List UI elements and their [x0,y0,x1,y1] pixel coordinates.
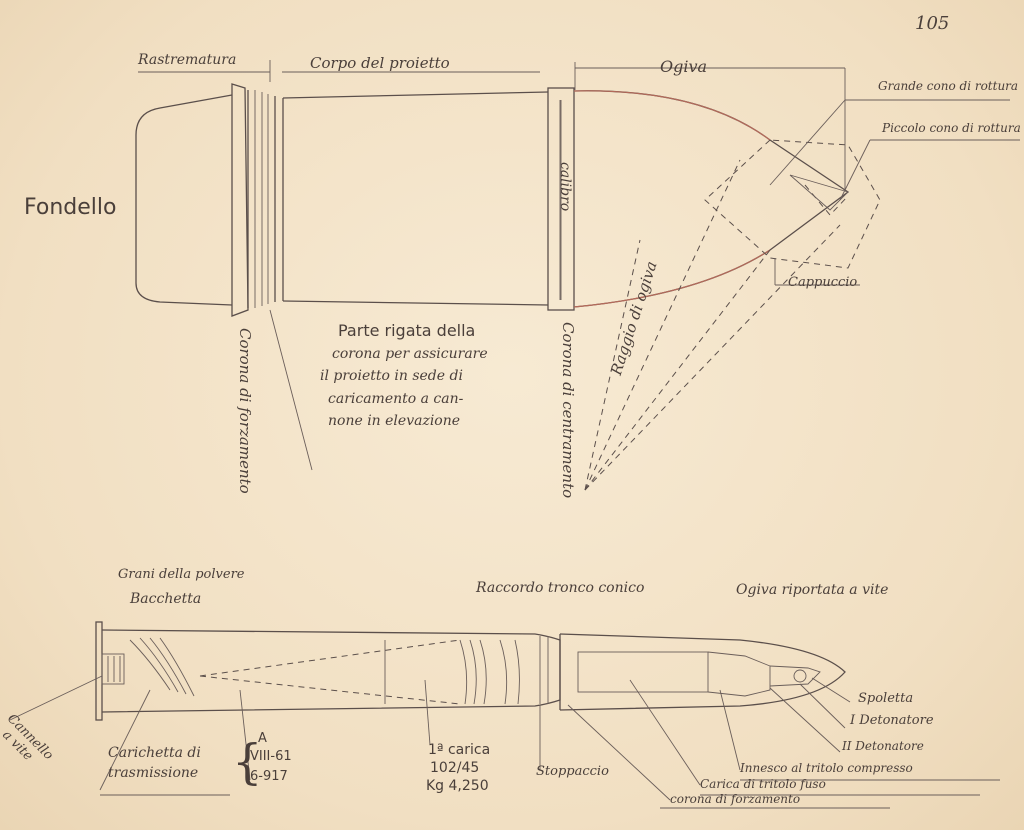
label-carichetta: Carichetta di trasmissione [108,745,201,781]
label-prima-carica: 1ª carica 102/45 Kg 4,250 [426,742,491,795]
bracket-a: A [258,731,267,746]
bottom-pointer-lines [9,675,1000,809]
carichetta-line: trasmissione [108,765,199,782]
label-corpo-proietto: Corpo del proietto [310,54,450,72]
label-carica-tritolo: Carica di tritolo fuso [700,777,826,791]
label-spoletta: Spoletta [858,691,914,706]
label-calibro: calibro [557,162,573,212]
label-stoppaccio: Stoppaccio [536,764,609,779]
label-cappuccio: Cappuccio [788,275,858,290]
label-detonatore-2: II Detonatore [842,739,924,753]
label-ogiva-vite: Ogiva riportata a vite [736,582,889,598]
label-innesco: Innesco al tritolo compresso [740,761,913,775]
bracket-brace: { [232,734,263,790]
label-corona-forzamento: Corona di forzamento [236,328,254,494]
label-detonatore-1: I Detonatore [850,713,934,728]
label-fondello: Fondello [24,195,117,220]
label-ogiva: Ogiva [660,57,708,76]
dimension-lines [138,60,1020,300]
carica-line: 102/45 [430,760,480,777]
label-rastrematura: Rastrematura [138,52,237,68]
parte-rigata-line: corona per assicurare [332,346,488,363]
parte-rigata-line: caricamento a can- [328,390,464,407]
carichetta-line: Carichetta di [108,745,201,761]
bracket-c: 6-917 [250,769,288,784]
cartridge-outline [95,621,846,721]
pointer-lines [269,159,841,491]
carica-line: Kg 4,250 [426,778,489,795]
label-raccordo: Raccordo tronco conico [476,580,645,596]
parte-rigata-line: Parte rigata della [338,321,476,340]
parte-rigata-line: none in elevazione [328,412,461,429]
bracket-b: VIII-61 [250,749,292,764]
projectile-outline [135,83,881,317]
carica-line: 1ª carica [428,742,491,758]
label-grande-cono: Grande cono di rottura [878,79,1019,93]
label-parte-rigata: Parte rigata della corona per assicurare… [320,321,488,429]
page-number: 105 [915,13,950,34]
parte-rigata-line: il proietto in sede di [320,368,463,385]
label-piccolo-cono: Piccolo cono di rottura [882,121,1021,135]
label-bacchetta: Bacchetta [130,591,202,607]
label-corona-centramento: Corona di centramento [559,322,577,499]
label-grani-polvere: Grani della polvere [118,567,245,582]
label-corona-forzamento-bottom: corona di forzamento [670,792,801,806]
